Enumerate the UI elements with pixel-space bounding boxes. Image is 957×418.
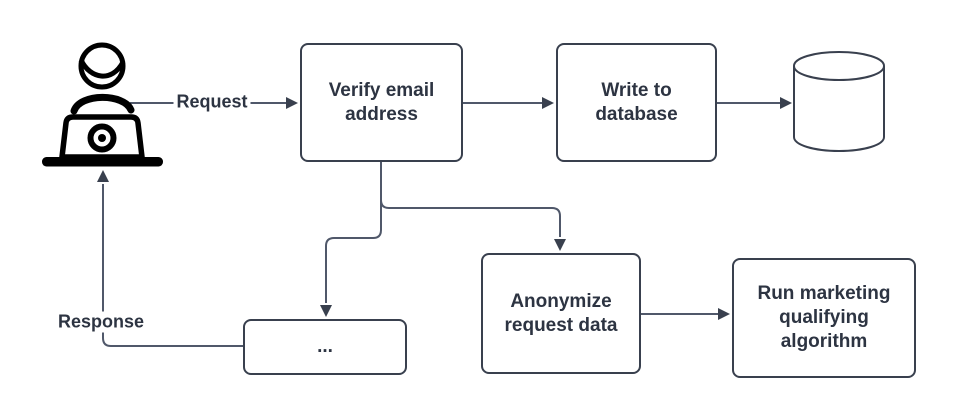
desk-bar — [42, 157, 163, 167]
edge-verify-to-ellipsis-arrowhead — [320, 305, 332, 317]
edge-ellipsis-to-user[interactable] — [102, 184, 243, 347]
node-run-marketing-qualifying-algorithm[interactable]: Run marketing qualifying algorithm — [732, 258, 916, 378]
node-anonymize-request-data[interactable]: Anonymize request data — [481, 253, 641, 374]
node-label: Verify email address — [328, 79, 435, 125]
edge-user-to-verify-arrowhead — [286, 97, 298, 109]
edge-verify-to-write-arrowhead — [542, 97, 554, 109]
edge-verify-to-anonymize[interactable] — [380, 199, 561, 237]
person-at-laptop-icon[interactable] — [42, 42, 163, 167]
cylinder-top-rim — [793, 65, 885, 82]
edge-ellipsis-to-user-arrowhead — [97, 170, 109, 182]
edge-write-to-database-arrowhead — [780, 97, 792, 109]
laptop-logo-dot — [98, 134, 106, 142]
node-label: Run marketing qualifying algorithm — [757, 283, 891, 352]
cylinder-body — [793, 50, 885, 153]
edge-anonymize-to-run-arrowhead — [718, 308, 730, 320]
edge-verify-to-ellipsis[interactable] — [325, 162, 382, 303]
node-verify-email-address[interactable]: Verify email address — [300, 43, 463, 162]
node-label: Write to database — [595, 79, 678, 125]
node-ellipsis[interactable]: ... — [243, 319, 407, 375]
person-shoulders — [70, 93, 135, 115]
edge-verify-to-anonymize-arrowhead — [554, 239, 566, 251]
person-hair — [78, 58, 126, 79]
database-cylinder-icon[interactable] — [793, 50, 885, 153]
node-write-to-database[interactable]: Write to database — [556, 43, 717, 162]
edge-label-request[interactable]: Request — [173, 91, 251, 113]
node-label: Anonymize request data — [504, 290, 618, 336]
node-label: ... — [317, 336, 333, 358]
edge-label-response[interactable]: Response — [54, 311, 148, 333]
